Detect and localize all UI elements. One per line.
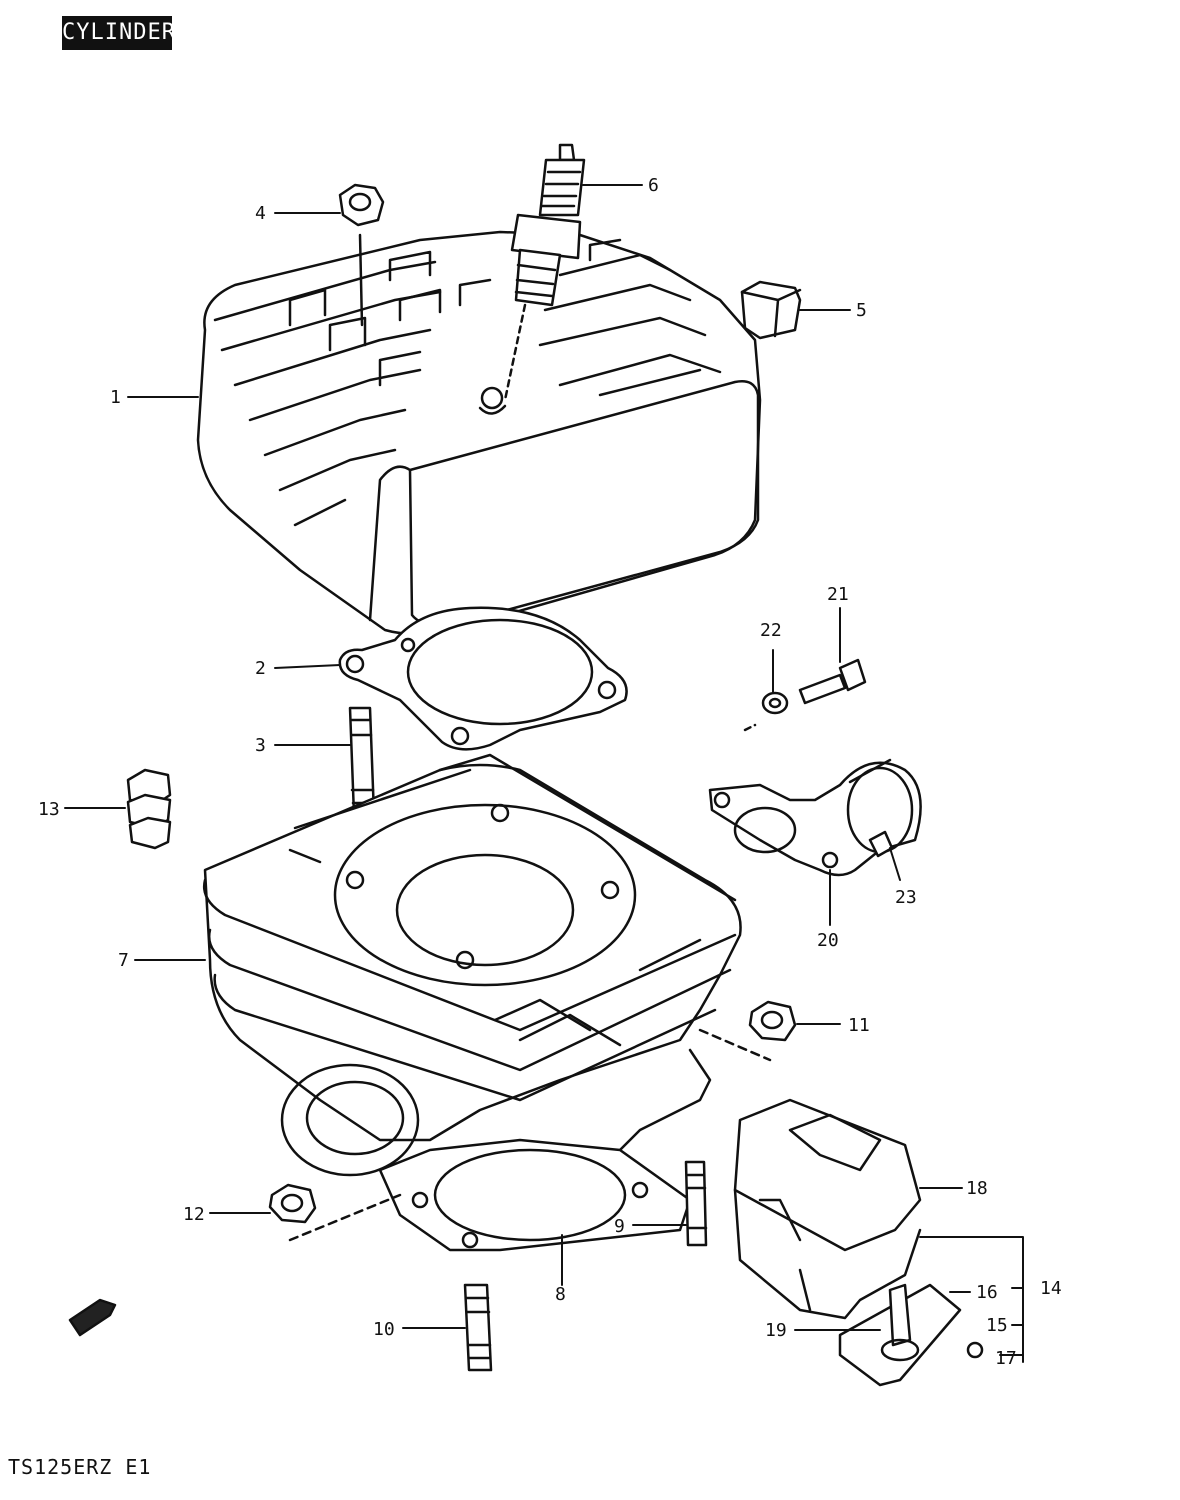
callout-11: 11 [848, 1015, 870, 1036]
callout-20: 20 [817, 930, 839, 951]
head-gasket [338, 606, 628, 751]
callout-labels: 1 2 3 4 5 6 7 8 9 10 11 12 13 14 15 16 1… [38, 175, 1062, 1369]
callout-3: 3 [255, 735, 266, 756]
clamp-23 [868, 830, 894, 858]
callout-6: 6 [648, 175, 659, 196]
callout-23: 23 [895, 887, 917, 908]
callout-17: 17 [995, 1348, 1017, 1369]
callout-1: 1 [110, 387, 121, 408]
callout-22: 22 [760, 620, 782, 641]
washer-22 [743, 691, 789, 732]
model-code: TS125ERZ E1 [8, 1455, 152, 1479]
intake-pipe [708, 758, 922, 877]
callout-13: 13 [38, 799, 60, 820]
base-gasket [378, 1138, 692, 1252]
stud-bolt [348, 706, 376, 817]
callout-7: 7 [118, 950, 129, 971]
nut-11 [698, 1000, 797, 1062]
spark-plug [503, 143, 586, 402]
callout-9: 9 [614, 1216, 625, 1237]
page-title: CYLINDER [62, 16, 175, 50]
rubber-cap [740, 280, 802, 340]
reed-plate [838, 1283, 984, 1387]
cap-stack [126, 768, 172, 850]
nut-12 [268, 1183, 402, 1242]
callout-4: 4 [255, 203, 266, 224]
direction-arrow-icon [68, 1298, 117, 1337]
callout-14: 14 [1040, 1278, 1062, 1299]
callout-12: 12 [183, 1204, 205, 1225]
bolt-21 [798, 658, 867, 705]
cylinder-block [202, 753, 742, 1182]
reed-valve-assembly [733, 1098, 922, 1320]
stud-9 [684, 1160, 708, 1247]
callout-21: 21 [827, 584, 849, 605]
callout-leaders [64, 184, 1024, 1363]
callout-5: 5 [856, 300, 867, 321]
callout-15: 15 [986, 1315, 1008, 1336]
cylinder-head [196, 230, 762, 636]
cap-nut [338, 183, 385, 227]
callout-10: 10 [373, 1319, 395, 1340]
stud-10 [463, 1283, 493, 1372]
callout-19: 19 [765, 1320, 787, 1341]
callout-18: 18 [966, 1178, 988, 1199]
callout-16: 16 [976, 1282, 998, 1303]
callout-8: 8 [555, 1284, 566, 1305]
callout-2: 2 [255, 658, 266, 679]
